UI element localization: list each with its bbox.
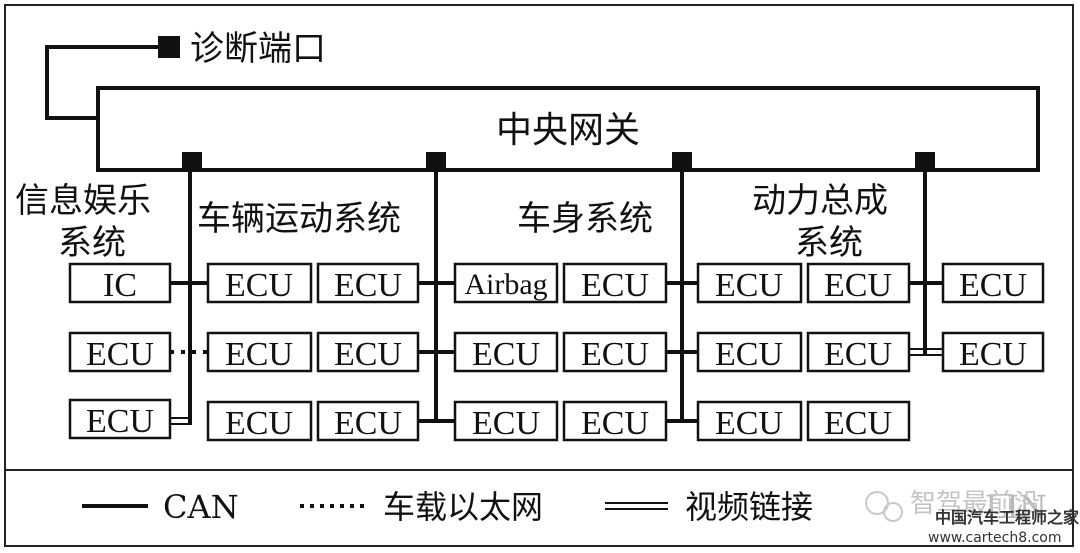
legend-lin-label: LIN bbox=[985, 488, 1047, 526]
node-extra-2: ECU bbox=[959, 336, 1027, 373]
gateway-port-3 bbox=[672, 152, 692, 172]
watermark: 智驾最前沿 中国汽车工程师之家 www.cartech8.com bbox=[865, 489, 1080, 546]
node-body-2-1: ECU bbox=[472, 336, 540, 373]
node-body-2-2: ECU bbox=[581, 336, 649, 373]
watermark-top-text: 智驾最前沿 bbox=[910, 489, 1040, 519]
node-chassis-2-2: ECU bbox=[334, 336, 402, 373]
diag-port-link bbox=[45, 45, 158, 120]
legend-video-label: 视频链接 bbox=[685, 488, 813, 526]
node-powertrain-2-1: ECU bbox=[715, 336, 783, 373]
watermark-chat-icon bbox=[865, 491, 889, 515]
node-chassis-3-2: ECU bbox=[334, 405, 402, 442]
diag-port-marker bbox=[158, 36, 180, 58]
node-infotainment-1: IC bbox=[103, 267, 137, 304]
domain-infotainment-line2: 系统 bbox=[58, 223, 126, 263]
domain-powertrain-line2: 系统 bbox=[795, 223, 863, 263]
domain-infotainment-line1: 信息娱乐 bbox=[15, 181, 151, 221]
legend-ethernet-label: 车载以太网 bbox=[383, 488, 543, 526]
gateway-port-1 bbox=[182, 152, 202, 172]
node-chassis-1-2: ECU bbox=[334, 267, 402, 304]
outer-frame bbox=[4, 4, 1074, 547]
node-body-3-1: ECU bbox=[472, 405, 540, 442]
domain-chassis-label: 车辆运动系统 bbox=[197, 199, 401, 239]
node-powertrain-3-1: ECU bbox=[715, 405, 783, 442]
node-infotainment-3: ECU bbox=[86, 403, 154, 440]
gateway-port-4 bbox=[915, 152, 935, 172]
watermark-cn-text: 中国汽车工程师之家 bbox=[935, 508, 1080, 527]
node-powertrain-1-1: ECU bbox=[715, 267, 783, 304]
node-chassis-3-1: ECU bbox=[225, 405, 293, 442]
ecu-boxes bbox=[68, 262, 1045, 442]
domain-powertrain-line1: 动力总成 bbox=[752, 181, 888, 221]
node-body-1-1: Airbag bbox=[464, 268, 547, 301]
node-chassis-2-1: ECU bbox=[225, 336, 293, 373]
node-powertrain-2-2: ECU bbox=[824, 336, 892, 373]
domain-body-label: 车身系统 bbox=[517, 199, 653, 239]
node-powertrain-3-2: ECU bbox=[824, 405, 892, 442]
can-links bbox=[190, 281, 943, 423]
node-extra-1: ECU bbox=[959, 267, 1027, 304]
diag-port-label: 诊断端口 bbox=[190, 29, 326, 69]
node-body-1-2: ECU bbox=[581, 267, 649, 304]
node-chassis-1-1: ECU bbox=[225, 267, 293, 304]
node-infotainment-2: ECU bbox=[86, 336, 154, 373]
legend-can-label: CAN bbox=[163, 488, 239, 526]
node-body-3-2: ECU bbox=[581, 405, 649, 442]
gateway-label: 中央网关 bbox=[496, 110, 640, 151]
node-powertrain-1-2: ECU bbox=[824, 267, 892, 304]
gateway-port-2 bbox=[426, 152, 446, 172]
watermark-url-text: www.cartech8.com bbox=[928, 530, 1061, 546]
central-gateway bbox=[96, 86, 1040, 172]
